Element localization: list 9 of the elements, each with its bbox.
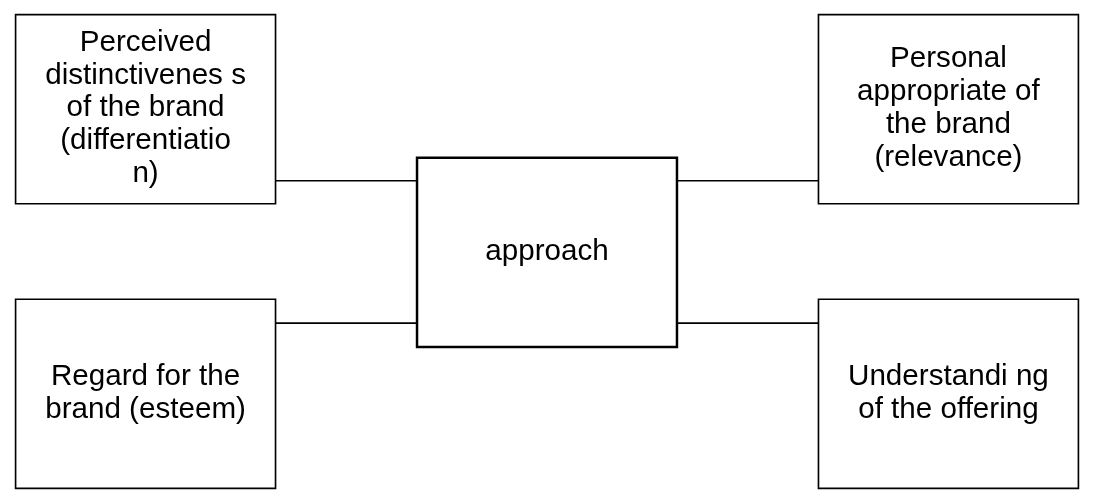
node-box: Personal appropriate of the brand (relevance): [817, 13, 1080, 205]
node-box: approach: [415, 156, 679, 349]
connector: [676, 179, 819, 182]
connector: [275, 179, 418, 182]
connector: [275, 322, 418, 324]
node-box: Understandi ng of the offering: [817, 298, 1080, 490]
connector: [676, 322, 819, 324]
node-box: Perceived distinctivenes s of the brand (differentiatio n): [14, 13, 277, 205]
node-box: Regard for the brand (esteem): [14, 298, 277, 490]
